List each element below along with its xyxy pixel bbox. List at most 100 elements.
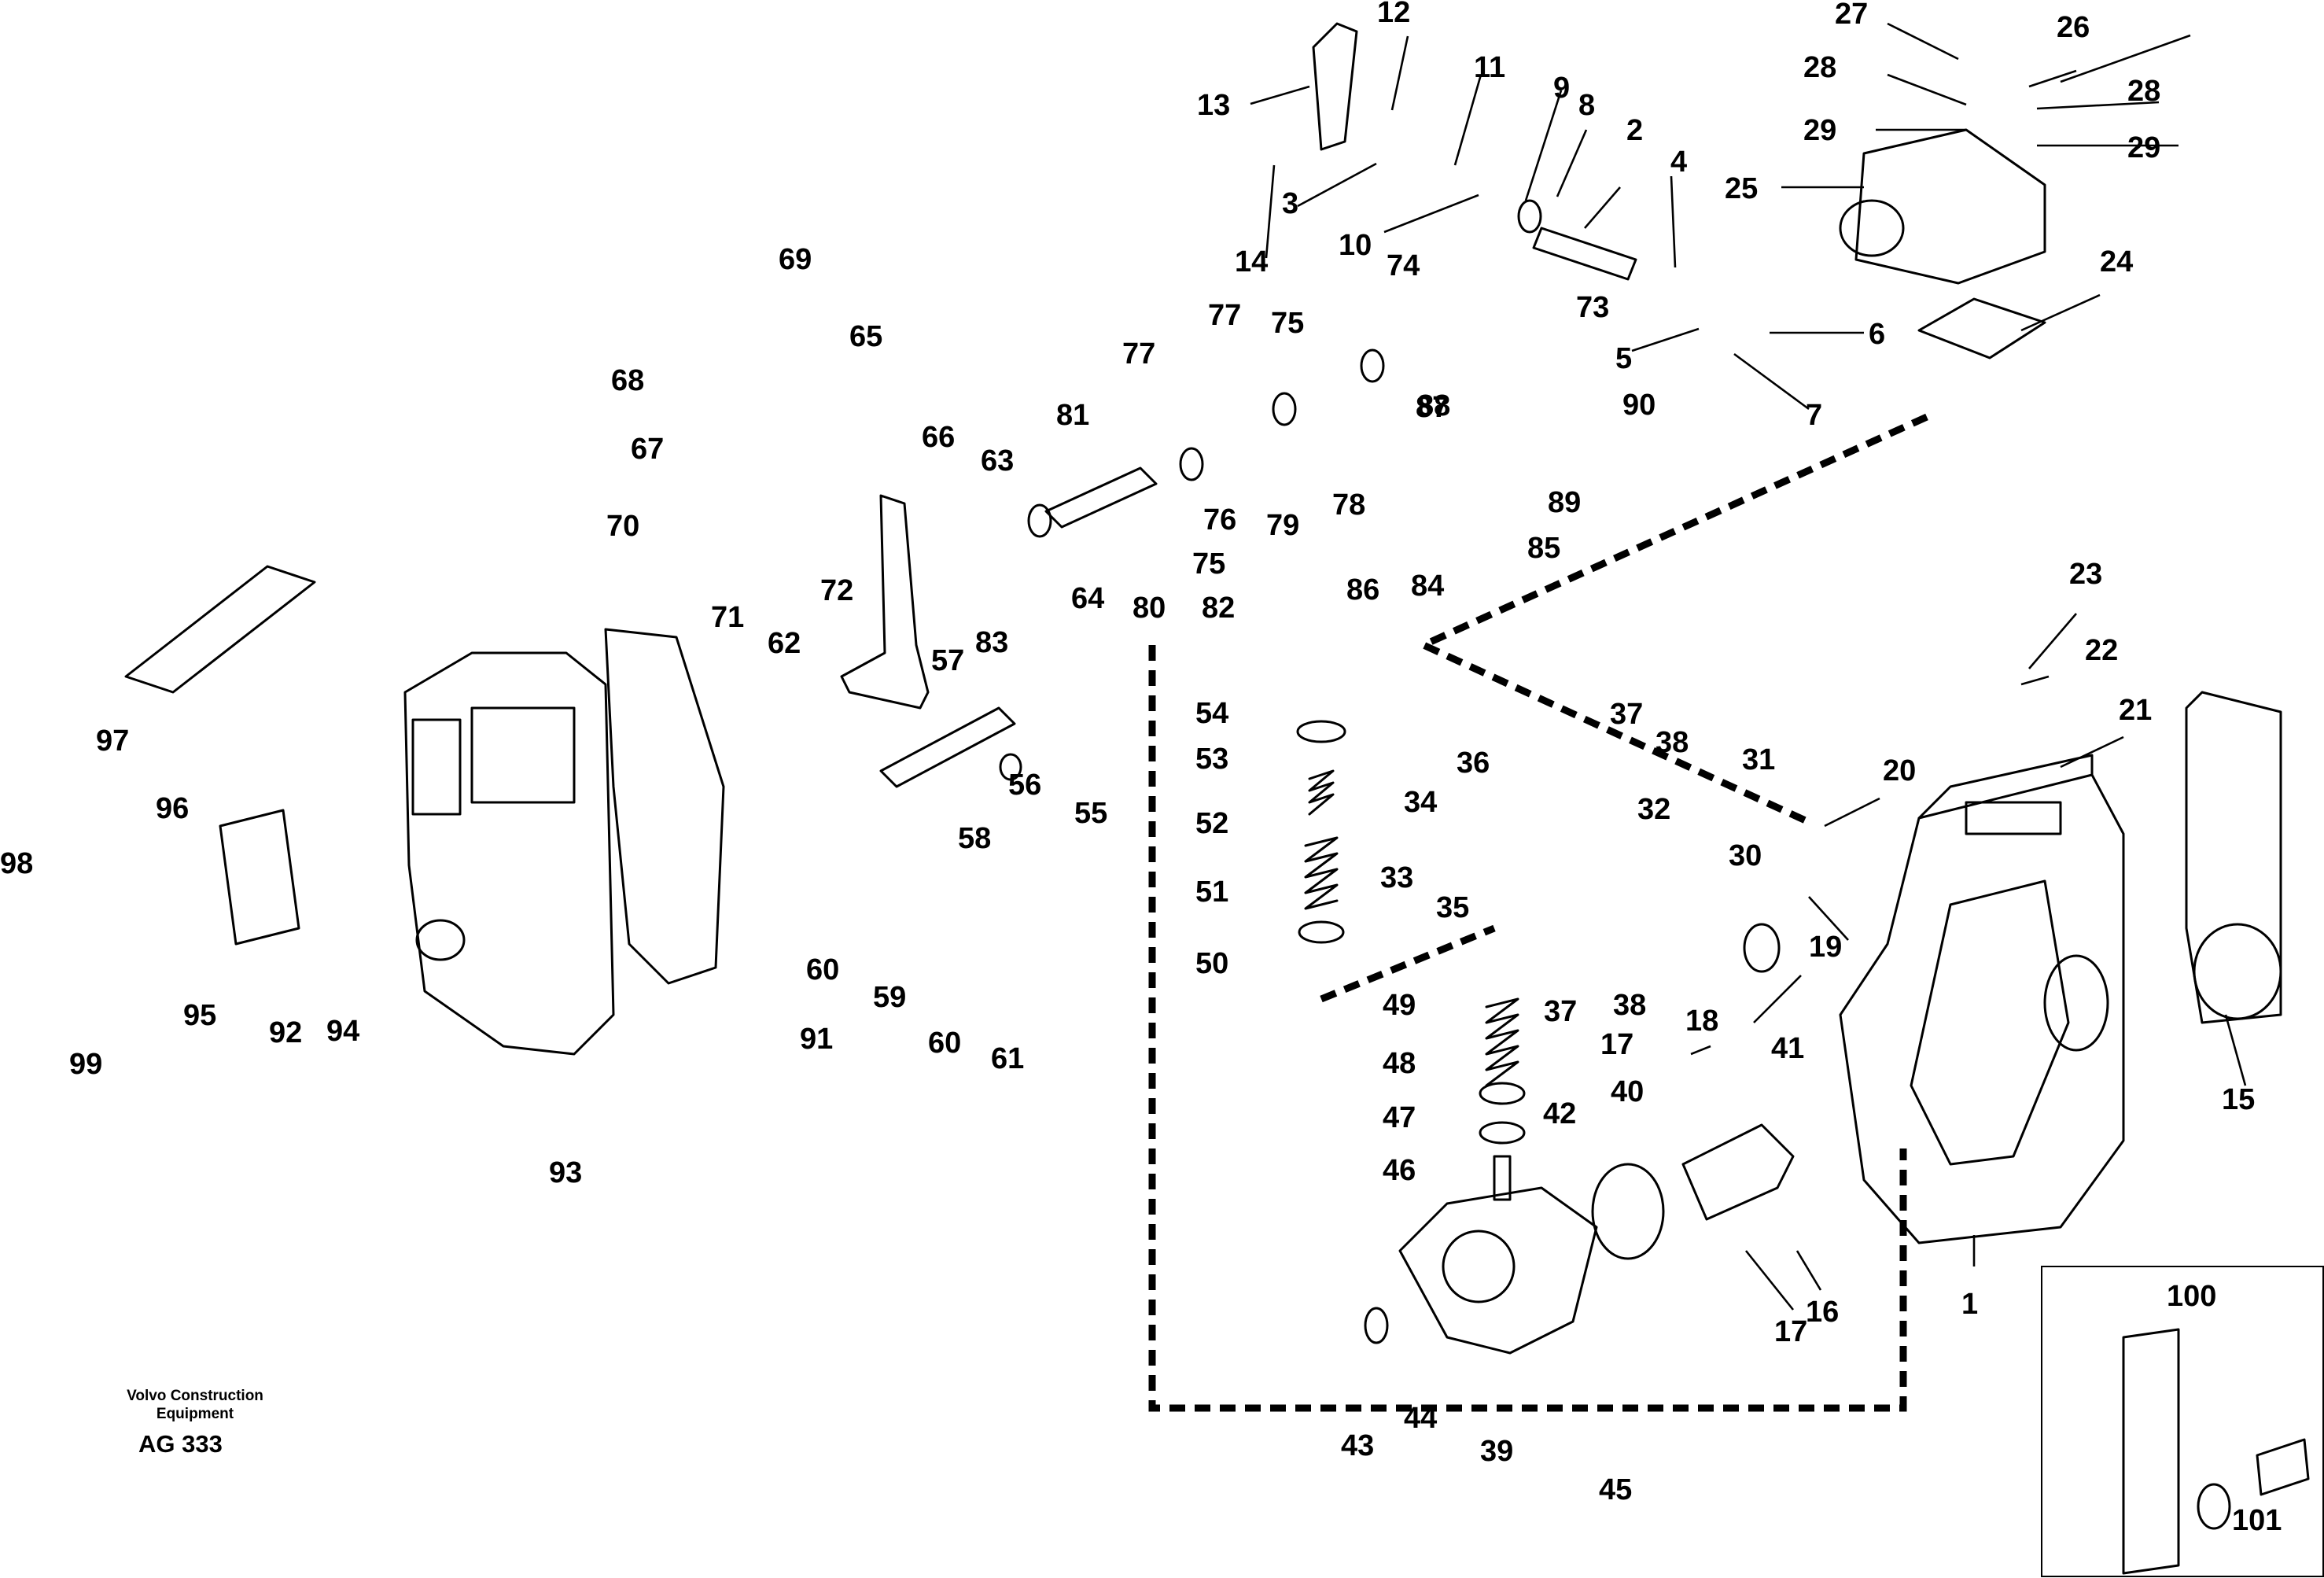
part-label: 38 bbox=[1656, 726, 1689, 759]
part-label: 13 bbox=[1197, 89, 1230, 122]
gasket bbox=[2185, 691, 2282, 1024]
part-label: 58 bbox=[958, 822, 991, 855]
part-label: 51 bbox=[1195, 876, 1228, 909]
part-label: 26 bbox=[2057, 11, 2090, 44]
part-label: 6 bbox=[1869, 318, 1885, 351]
part-label: 80 bbox=[1133, 592, 1166, 625]
part-label: 84 bbox=[1411, 570, 1444, 603]
part-label: 66 bbox=[922, 421, 955, 454]
part-label: 40 bbox=[1611, 1075, 1644, 1108]
governor-shaft bbox=[879, 706, 1016, 788]
part-label: 1 bbox=[1961, 1288, 1978, 1321]
part-label: 78 bbox=[1332, 489, 1365, 522]
part-label: 60 bbox=[928, 1027, 961, 1060]
part-label: 57 bbox=[931, 644, 964, 677]
part-label: 94 bbox=[326, 1015, 359, 1048]
part-label: 30 bbox=[1729, 839, 1762, 872]
part-label: 39 bbox=[1480, 1435, 1513, 1468]
part-label: 74 bbox=[1387, 249, 1420, 282]
part-label: 29 bbox=[2127, 131, 2160, 164]
washers bbox=[999, 199, 1781, 1344]
part-label: 98 bbox=[0, 847, 33, 880]
gasket-24 bbox=[1917, 297, 2046, 359]
leader-lines bbox=[1250, 22, 2247, 1311]
part-label: 71 bbox=[711, 601, 744, 634]
part-label: 97 bbox=[96, 724, 129, 758]
part-label: 67 bbox=[631, 433, 664, 466]
part-label: 9 bbox=[1553, 72, 1570, 105]
caption: Volvo Construction Equipment AG 333 bbox=[127, 1388, 263, 1458]
drawing-reference: AG 333 bbox=[138, 1430, 223, 1458]
part-label: 75 bbox=[1192, 548, 1225, 581]
caption-line2: Equipment bbox=[157, 1406, 234, 1422]
part-label: 50 bbox=[1195, 947, 1228, 980]
stop-solenoid bbox=[1854, 128, 2046, 285]
part-label: 93 bbox=[549, 1156, 582, 1189]
part-label: 24 bbox=[2100, 245, 2133, 278]
inset-part bbox=[2122, 1328, 2180, 1575]
part-label: 99 bbox=[69, 1048, 102, 1081]
part-label: 101 bbox=[2232, 1504, 2282, 1537]
part-label: 12 bbox=[1377, 0, 1410, 29]
part-label: 75 bbox=[1271, 307, 1304, 340]
part-label: 38 bbox=[1613, 989, 1646, 1022]
part-label: 17 bbox=[1600, 1028, 1633, 1061]
part-label: 62 bbox=[768, 627, 801, 660]
shutoff-shaft bbox=[1532, 227, 1637, 281]
assembly-dashed-lines bbox=[1148, 413, 1928, 1412]
governor-fork bbox=[840, 494, 930, 710]
part-label: 34 bbox=[1404, 786, 1437, 819]
part-label: 86 bbox=[1346, 573, 1379, 606]
spring-51 bbox=[1304, 836, 1339, 910]
part-label: 68 bbox=[611, 364, 644, 397]
part-label: 90 bbox=[1622, 389, 1656, 422]
part-label: 37 bbox=[1610, 698, 1643, 731]
part-label: 37 bbox=[1544, 995, 1577, 1028]
cover-plate bbox=[219, 809, 300, 946]
part-label: 14 bbox=[1235, 245, 1268, 278]
part-label: 41 bbox=[1771, 1032, 1804, 1065]
part-labels: 1 2 3 4 5 6 7 8 9 10 11 12 13 14 15 16 1… bbox=[0, 0, 2282, 1537]
part-label: 49 bbox=[1383, 989, 1416, 1022]
part-label: 87 bbox=[1416, 391, 1449, 424]
spring-52 bbox=[1308, 769, 1335, 816]
part-label: 48 bbox=[1383, 1047, 1416, 1080]
caption-line1: Volvo Construction bbox=[127, 1388, 263, 1404]
part-label: 22 bbox=[2085, 634, 2118, 667]
part-label: 95 bbox=[183, 999, 216, 1032]
part-label: 4 bbox=[1670, 146, 1687, 179]
part-label: 28 bbox=[1803, 51, 1836, 84]
spring-48 bbox=[1485, 997, 1519, 1087]
part-label: 55 bbox=[1074, 797, 1107, 830]
part-label: 96 bbox=[156, 792, 189, 825]
part-label: 61 bbox=[991, 1042, 1024, 1075]
part-label: 46 bbox=[1383, 1154, 1416, 1187]
part-label: 8 bbox=[1578, 89, 1595, 122]
inset-frame bbox=[2041, 1266, 2324, 1577]
part-label: 89 bbox=[1548, 486, 1581, 519]
part-label: 44 bbox=[1404, 1402, 1437, 1435]
part-label: 45 bbox=[1599, 1473, 1632, 1506]
part-label: 69 bbox=[779, 243, 812, 276]
part-label: 76 bbox=[1203, 503, 1236, 536]
part-label: 85 bbox=[1527, 532, 1560, 565]
part-label: 53 bbox=[1195, 743, 1228, 776]
part-label: 42 bbox=[1543, 1097, 1576, 1130]
lever-13 bbox=[1312, 22, 1358, 151]
part-label: 20 bbox=[1883, 754, 1916, 787]
part-label: 81 bbox=[1056, 399, 1089, 432]
part-label: 59 bbox=[873, 981, 906, 1014]
part-label: 23 bbox=[2069, 558, 2102, 591]
governor-cover bbox=[403, 651, 615, 1056]
part-label: 17 bbox=[1774, 1315, 1807, 1348]
pump-housing bbox=[1839, 754, 2125, 1244]
part-label: 7 bbox=[1806, 399, 1822, 432]
part-label: 2 bbox=[1626, 114, 1643, 147]
part-label: 70 bbox=[606, 510, 639, 543]
part-label: 56 bbox=[1008, 769, 1041, 802]
part-label: 19 bbox=[1809, 931, 1842, 964]
part-label: 32 bbox=[1637, 793, 1670, 826]
part-label: 47 bbox=[1383, 1101, 1416, 1134]
part-label: 83 bbox=[975, 626, 1008, 659]
part-label: 3 bbox=[1282, 187, 1298, 220]
